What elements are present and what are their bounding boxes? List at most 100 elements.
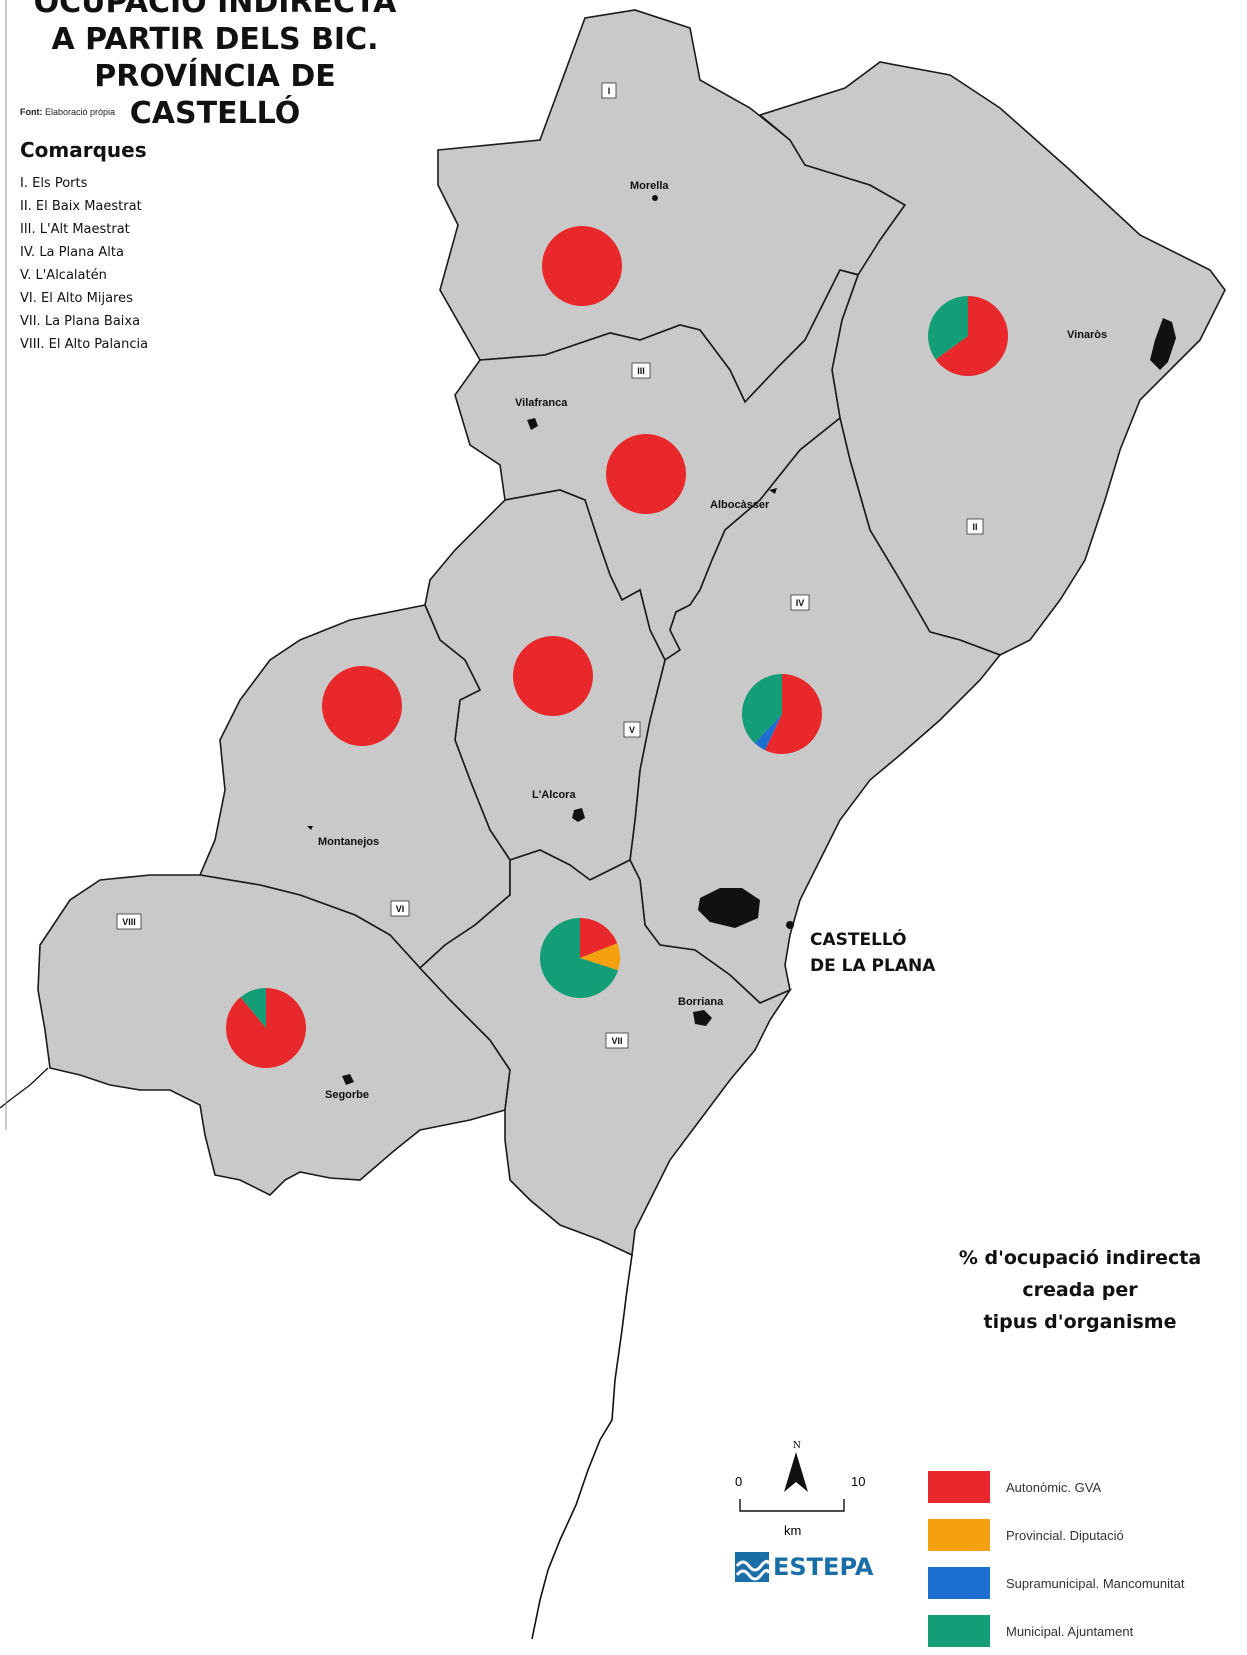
legend-item-municipal: Municipal. Ajuntament	[928, 1607, 1184, 1655]
svg-text:III: III	[637, 366, 645, 376]
west-boundary	[0, 1067, 49, 1109]
comarca-item: IV. La Plana Alta	[20, 245, 124, 260]
comarca-item: III. L'Alt Maestrat	[20, 222, 130, 237]
albocasser-marker	[769, 488, 777, 494]
logo-name: ESTEPA	[773, 1553, 874, 1581]
town-label-alcora: L'Alcora	[532, 789, 576, 801]
region-code-v: V	[623, 721, 641, 738]
svg-text:V: V	[629, 725, 635, 735]
castello-coast-dot	[786, 921, 794, 929]
legend-swatch	[928, 1615, 990, 1647]
pie-slice-viii-3	[240, 988, 266, 1028]
pie-slice-iii-0	[606, 434, 686, 514]
coastline	[531, 1254, 633, 1639]
segorbe-marker	[342, 1074, 354, 1085]
region-code-viii: VIII	[116, 913, 142, 930]
region-vii	[418, 849, 793, 1257]
legend-title-line-2: creada per	[1022, 1279, 1138, 1301]
scale-label-zero: 0	[735, 1474, 743, 1489]
region-code-labels: I II III IV V VI VII VIII	[116, 82, 984, 1049]
title-line-3: PROVÍNCIA DE CASTELLÓ	[94, 59, 336, 131]
scale-unit: km	[784, 1523, 802, 1538]
legend-title: % d'ocupació indirecta creada per tipus …	[930, 1242, 1230, 1338]
svg-text:VIII: VIII	[122, 917, 136, 927]
legend-title-line-1: % d'ocupació indirecta	[958, 1247, 1202, 1269]
region-code-iii: III	[631, 362, 651, 379]
source-text: Elaboració pròpia	[45, 107, 116, 117]
capital-label-line2: DE LA PLANA	[810, 956, 936, 976]
svg-text:VII: VII	[611, 1036, 622, 1046]
legend-label: Autonòmic. GVA	[1006, 1479, 1102, 1495]
pie-slice-v-0	[513, 636, 593, 716]
legend: Autonòmic. GVA Provincial. Diputació Sup…	[928, 1463, 1184, 1655]
title-line-2: A PARTIR DELS BIC.	[51, 22, 379, 57]
town-label-morella: Morella	[630, 180, 669, 192]
town-label-segorbe: Segorbe	[325, 1089, 369, 1101]
svg-text:II: II	[972, 522, 977, 532]
north-arrow-icon	[784, 1452, 808, 1492]
comarca-item: V. L'Alcalatén	[20, 268, 107, 283]
legend-item-autonomic: Autonòmic. GVA	[928, 1463, 1184, 1511]
title-line-1: OCUPACIÓ INDIRECTA	[33, 0, 397, 20]
pie-slice-iv-0	[764, 674, 822, 754]
legend-swatch	[928, 1471, 990, 1503]
region-code-iv: IV	[790, 594, 810, 611]
scale-bar	[739, 1499, 845, 1512]
montanejos-marker	[307, 826, 313, 830]
town-label-vilafranca: Vilafranca	[515, 397, 568, 409]
legend-label: Municipal. Ajuntament	[1006, 1623, 1134, 1639]
town-label-vinaros: Vinaròs	[1067, 329, 1107, 341]
pie-slice-iv-2	[754, 714, 782, 751]
comarca-item: VIII. El Alto Palancia	[20, 337, 149, 352]
pie-slice-ii-0	[935, 295, 1009, 376]
capital-label-line1: CASTELLÓ	[810, 928, 907, 950]
castello-marker	[698, 888, 760, 928]
comarca-item: VI. El Alto Mijares	[20, 291, 133, 306]
alcora-marker	[572, 808, 585, 822]
pie-slice-vi-0	[322, 666, 402, 746]
estepa-logo: ESTEPA	[735, 1552, 873, 1582]
pie-slice-vii-1	[580, 943, 620, 971]
region-code-vi: VI	[390, 900, 410, 917]
morella-marker	[652, 195, 658, 201]
comarca-item: I. Els Ports	[20, 176, 88, 191]
source-label: Font:	[20, 107, 43, 117]
svg-text:I: I	[608, 86, 611, 96]
comarca-item: II. El Baix Maestrat	[20, 199, 142, 214]
pie-charts	[226, 226, 1009, 1068]
vinaros-marker	[1150, 318, 1176, 370]
comarques-list: I. Els Ports II. El Baix Maestrat III. L…	[20, 172, 148, 356]
town-label-borriana: Borriana	[678, 996, 724, 1008]
pie-slice-vii-0	[580, 918, 618, 958]
town-label-albocasser: Albocàsser	[710, 499, 770, 511]
source-note: Font: Elaboració pròpia	[20, 107, 115, 117]
north-label: N	[793, 1441, 801, 1451]
borriana-marker	[693, 1010, 712, 1026]
legend-swatch	[928, 1567, 990, 1599]
legend-title-line-3: tipus d'organisme	[983, 1311, 1177, 1333]
town-markers	[307, 195, 1176, 1085]
estepa-wave-icon	[735, 1552, 769, 1582]
legend-label: Supramunicipal. Mancomunitat	[1006, 1575, 1185, 1591]
legend-item-provincial: Provincial. Diputació	[928, 1511, 1184, 1559]
region-code-i: I	[601, 82, 617, 99]
pie-slice-vii-3	[540, 918, 619, 998]
svg-text:IV: IV	[796, 598, 805, 608]
legend-label: Provincial. Diputació	[1006, 1527, 1124, 1543]
region-code-vii: VII	[605, 1032, 629, 1049]
scale-label-ten: 10	[851, 1474, 866, 1489]
pie-slice-i-0	[542, 226, 622, 306]
legend-swatch	[928, 1519, 990, 1551]
pie-slice-viii-0	[226, 988, 307, 1068]
legend-item-supramunicipal: Supramunicipal. Mancomunitat	[928, 1559, 1184, 1607]
vilafranca-marker	[527, 418, 538, 430]
pie-slice-iv-3	[741, 674, 782, 744]
town-label-montanejos: Montanejos	[318, 836, 379, 848]
comarca-item: VII. La Plana Baixa	[20, 314, 141, 329]
map-title: OCUPACIÓ INDIRECTA A PARTIR DELS BIC. PR…	[20, 0, 410, 132]
comarques-heading: Comarques	[20, 138, 147, 162]
svg-text:VI: VI	[396, 904, 405, 914]
region-code-ii: II	[966, 518, 984, 535]
pie-slice-ii-3	[928, 296, 968, 360]
